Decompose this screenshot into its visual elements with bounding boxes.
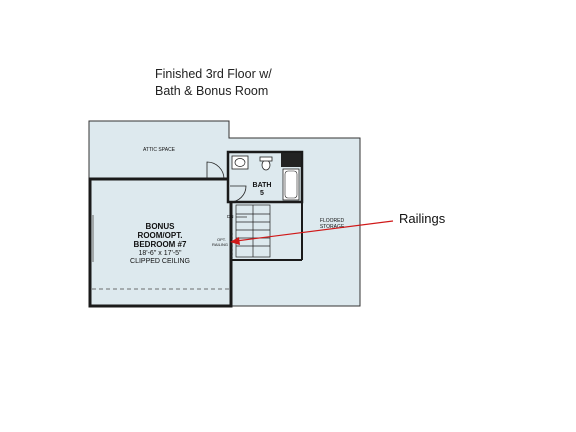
toilet-tank: [259, 156, 273, 162]
callout-arrow-head: [230, 237, 240, 245]
bonus-label-3: BEDROOM #7: [134, 240, 187, 249]
stair-dn-label: DN: [227, 214, 234, 219]
bath-door: [229, 185, 247, 203]
storage-label-2: STORAGE: [320, 224, 345, 230]
bathtub: [282, 168, 300, 201]
railing-label-2: RAILING: [212, 242, 228, 247]
staircase: [235, 204, 271, 258]
bonus-room: [88, 177, 233, 308]
bath-label-2: 5: [260, 190, 264, 197]
attic-label: ATTIC SPACE: [143, 147, 176, 153]
caption-line-2: Bath & Bonus Room: [155, 84, 269, 98]
bonus-label-1: BONUS: [146, 222, 176, 231]
bonus-dimensions: 18'-6" x 17'-5": [138, 250, 182, 257]
toilet: [261, 159, 271, 171]
bonus-label-2: ROOM/OPT.: [138, 231, 183, 240]
sink-basin: [234, 158, 246, 167]
caption-line-1: Finished 3rd Floor w/: [155, 67, 272, 81]
sink: [231, 155, 249, 170]
attic-door: [206, 161, 225, 180]
bonus-ceiling: CLIPPED CEILING: [130, 258, 190, 265]
bath-label-1: BATH: [253, 182, 272, 189]
storage-label-1: FLOORED: [320, 218, 345, 224]
railing-label-1: OPT.: [217, 237, 226, 242]
plan-caption: Finished 3rd Floor w/ Bath & Bonus Room: [155, 66, 272, 100]
callout-label: Railings: [399, 211, 446, 226]
bath-dark-fixture: [281, 153, 301, 167]
bathtub-inner: [284, 170, 298, 199]
callout-arrow-line: [235, 220, 394, 242]
